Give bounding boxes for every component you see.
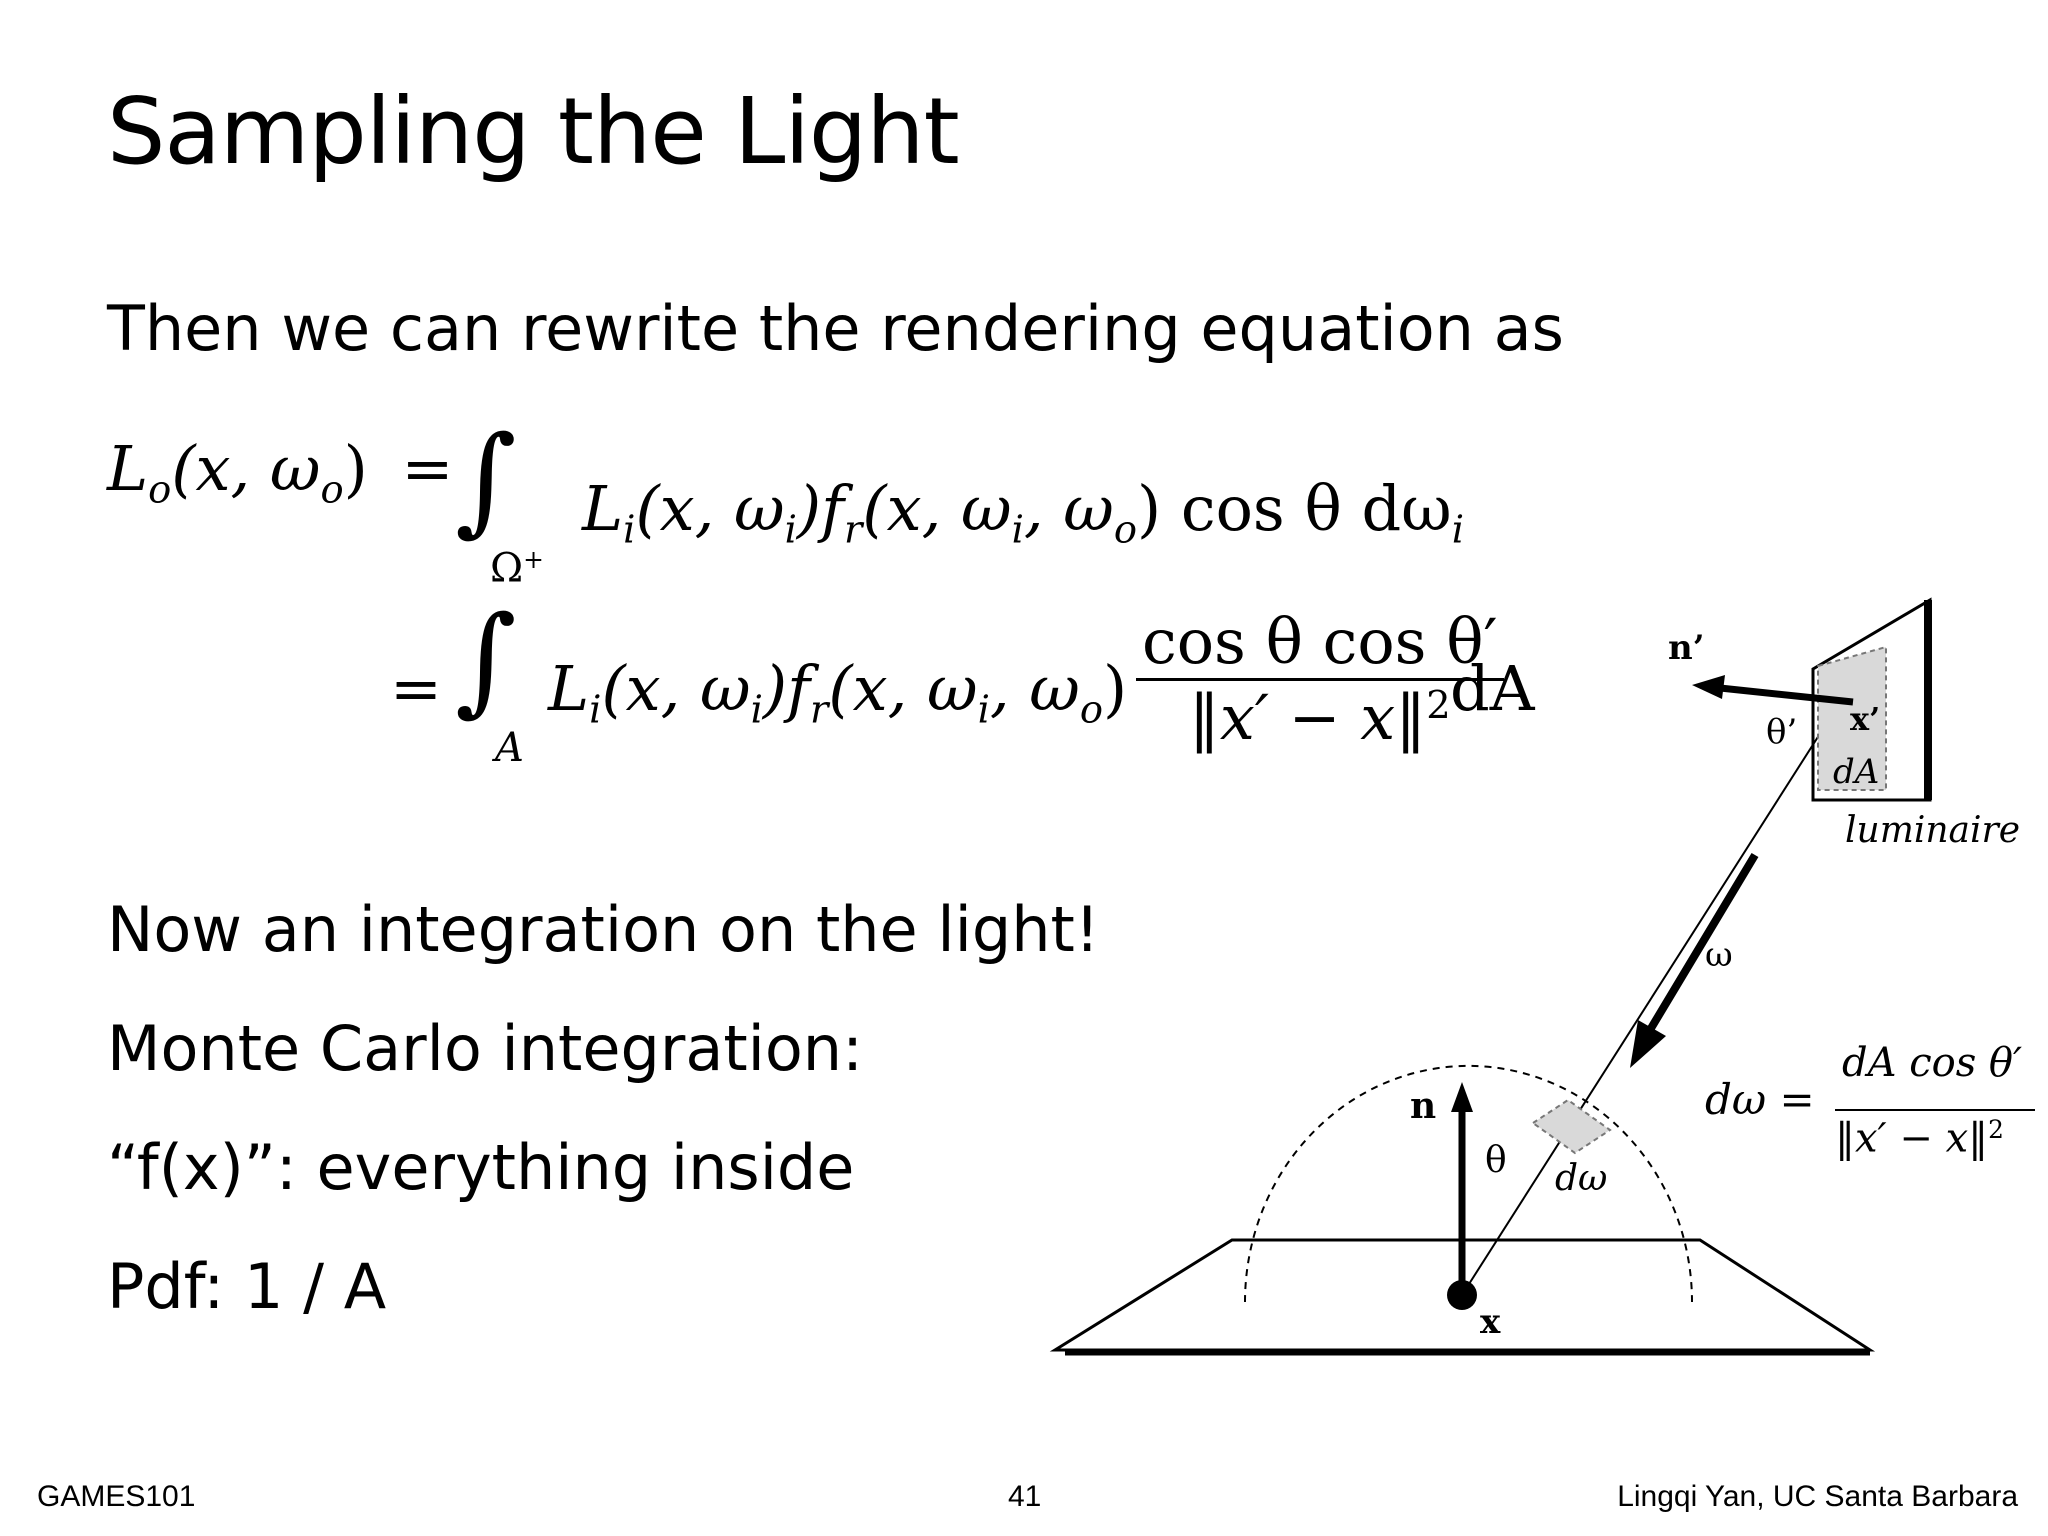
bullet-4: Pdf: 1 / A bbox=[107, 1250, 387, 1323]
luminaire-dA-patch bbox=[1817, 645, 1887, 791]
int1-f: )f bbox=[796, 472, 845, 545]
integral-2-lower-limit: A bbox=[495, 725, 524, 771]
int1-fargs-sub2: o bbox=[1113, 507, 1137, 553]
solid-angle-patch bbox=[1531, 1098, 1612, 1155]
label-n-prime: n’ bbox=[1668, 628, 1705, 668]
eq-lhs-args: (x, ω bbox=[171, 432, 321, 505]
label-theta: θ bbox=[1485, 1140, 1507, 1181]
dw-formula-numerator: dA cos θ′ bbox=[1842, 1040, 2022, 1086]
fraction-denominator: ‖x′ − x‖2 bbox=[1136, 678, 1504, 754]
int1-fargs: (x, ω bbox=[862, 472, 1012, 545]
equation-line-1: Lo(x, ωo) = bbox=[107, 432, 467, 512]
dw-den: ‖x′ − x‖ bbox=[1835, 1115, 1989, 1162]
label-dA: dA bbox=[1833, 752, 1880, 792]
label-omega: ω bbox=[1705, 935, 1733, 975]
label-x-prime: x’ bbox=[1850, 700, 1881, 738]
int1-rest-sub: i bbox=[784, 507, 797, 553]
int2-f-sub: r bbox=[810, 687, 829, 733]
intro-text: Then we can rewrite the rendering equati… bbox=[107, 292, 1564, 365]
int1-body: L bbox=[582, 472, 624, 545]
ray-line bbox=[1461, 717, 1831, 1296]
int2-fargs-close: ) bbox=[1102, 652, 1128, 725]
bullet-3: “f(x)”: everything inside bbox=[107, 1131, 855, 1204]
int2-rest: (x, ω bbox=[601, 652, 751, 725]
int2-fargs-sub1: i bbox=[977, 687, 990, 733]
int2-body: L bbox=[548, 652, 590, 725]
int1-lower: Ω bbox=[490, 545, 524, 592]
label-domega: dω bbox=[1555, 1158, 1608, 1199]
eq-lhs-args-sub: o bbox=[320, 467, 344, 513]
eq-lhs-symbol: L bbox=[107, 432, 149, 505]
int2-lower: A bbox=[495, 725, 524, 771]
normal-n-arrowhead bbox=[1451, 1082, 1473, 1112]
int1-body-sub: i bbox=[623, 507, 636, 553]
int1-tail-sub: i bbox=[1451, 507, 1465, 553]
frac-den-sup: 2 bbox=[1426, 682, 1451, 728]
int2-f: )f bbox=[762, 652, 811, 725]
integral-1-lower-limit: Ω+ bbox=[490, 545, 544, 592]
point-x bbox=[1447, 1280, 1477, 1310]
eq-equals-2: = bbox=[390, 652, 442, 725]
equation-fraction: cos θ cos θ′ ‖x′ − x‖2 bbox=[1136, 605, 1504, 754]
omega-arrow bbox=[1646, 852, 1759, 1033]
int2-rest-sub: i bbox=[750, 687, 763, 733]
eq-lhs-sub: o bbox=[148, 467, 172, 513]
int2-fargs-sub2: o bbox=[1079, 687, 1103, 733]
label-theta-prime: θ’ bbox=[1766, 712, 1798, 752]
dw-num: dA cos θ′ bbox=[1842, 1040, 2023, 1086]
eq-lhs-close: ) bbox=[343, 432, 368, 505]
int2-fargs: (x, ω bbox=[828, 652, 978, 725]
int1-tail: ) cos θ dω bbox=[1136, 472, 1452, 545]
dw-formula-denominator: ‖x′ − x‖2 bbox=[1835, 1115, 2004, 1162]
bullet-2: Monte Carlo integration: bbox=[107, 1012, 863, 1085]
eq-equals-1: = bbox=[401, 432, 454, 505]
normal-n-prime-arrow bbox=[1719, 684, 1854, 706]
omega-arrowhead bbox=[1630, 1020, 1666, 1068]
frac-den-text: ‖x′ − x‖ bbox=[1188, 681, 1427, 754]
integral-sign-1: ∫ bbox=[455, 410, 517, 548]
dw-formula-lhs: dω = bbox=[1705, 1075, 1815, 1124]
footer-page-number: 41 bbox=[1008, 1480, 1042, 1513]
label-luminaire: luminaire bbox=[1845, 810, 2021, 851]
footer-author: Lingqi Yan, UC Santa Barbara bbox=[1617, 1480, 2018, 1513]
label-x: x bbox=[1480, 1302, 1501, 1342]
slide-title: Sampling the Light bbox=[107, 78, 960, 185]
int1-fargs-sub1: i bbox=[1011, 507, 1024, 553]
fraction-numerator: cos θ cos θ′ bbox=[1142, 605, 1498, 678]
dw-den-sup: 2 bbox=[1988, 1115, 2004, 1144]
int2-body-sub: i bbox=[589, 687, 602, 733]
int1-lower-sup: + bbox=[523, 545, 544, 574]
integral-1-body: Li(x, ωi)fr(x, ωi, ωo) cos θ dωi bbox=[582, 472, 1464, 552]
normal-n-prime-arrowhead bbox=[1692, 675, 1725, 699]
int2-tail: dA bbox=[1450, 652, 1535, 725]
int2-fargs-mid: , ω bbox=[989, 652, 1080, 725]
fraction: cos θ cos θ′ ‖x′ − x‖2 bbox=[1136, 605, 1504, 754]
int1-fargs-mid: , ω bbox=[1023, 472, 1114, 545]
bullet-1: Now an integration on the light! bbox=[107, 893, 1100, 966]
integral-sign-2: ∫ bbox=[455, 590, 517, 728]
int1-f-sub: r bbox=[844, 507, 863, 553]
dw-lhs: dω = bbox=[1705, 1075, 1815, 1124]
footer-course: GAMES101 bbox=[37, 1480, 196, 1513]
integral-2-body: Li(x, ωi)fr(x, ωi, ωo) bbox=[548, 652, 1127, 732]
label-n: n bbox=[1410, 1085, 1437, 1127]
int1-rest: (x, ω bbox=[635, 472, 785, 545]
